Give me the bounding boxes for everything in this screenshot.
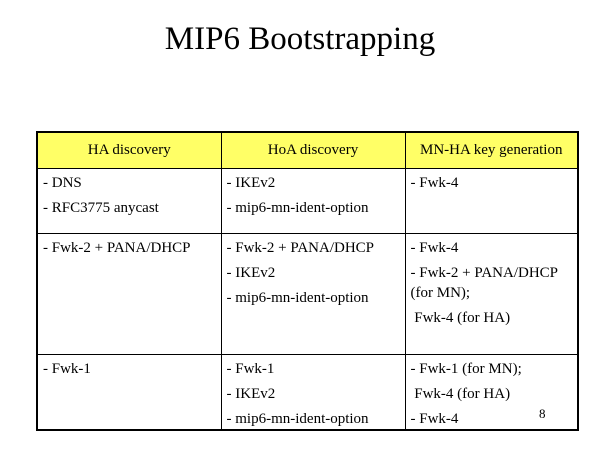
cell-paragraph: - DNS <box>43 173 218 193</box>
cell-line: - Fwk-2 + PANA/DHCP <box>226 240 375 256</box>
table-cell: - Fwk-2 + PANA/DHCP - IKEv2 - mip6-mn-iden… <box>220 233 406 355</box>
cell-line: - mip6-mn-ident-option <box>226 200 369 216</box>
cell-line: - Fwk-4 <box>410 175 459 191</box>
cell-paragraph: - mip6-mn-ident-option <box>227 288 402 308</box>
table-body: - DNS - RFC3775 anycast - IKEv2 - mip6-mn-i… <box>36 168 579 431</box>
table-cell: - Fwk-4 - Fwk-2 + PANA/DHCP (for MN); Fwk-… <box>404 233 579 355</box>
cell-paragraph: Fwk-4 (for HA) <box>411 384 575 404</box>
cell-paragraph: - Fwk-4 <box>411 238 575 258</box>
cell-paragraph: - Fwk-2 + PANA/DHCP <box>43 238 218 258</box>
cell-paragraph: - Fwk-4 <box>411 173 575 193</box>
cell-line: - Fwk-4 <box>410 411 459 427</box>
column-header: MN-HA key generation <box>404 131 579 169</box>
cell-paragraph: Fwk-4 (for HA) <box>411 308 575 328</box>
table-row: - Fwk-2 + PANA/DHCP- Fwk-2 + PANA/DHCP- … <box>36 233 579 355</box>
column-header: HoA discovery <box>220 131 406 169</box>
table-cell: - Fwk-4 <box>404 168 579 234</box>
cell-line: - Fwk-2 + PANA/DHCP <box>410 265 559 281</box>
table-cell: - Fwk-1 (for MN); Fwk-4 (for HA) - Fwk-4 <box>404 354 579 431</box>
cell-paragraph: - Fwk-1 <box>227 359 402 379</box>
cell-line: - RFC3775 anycast <box>43 200 159 216</box>
cell-line: - Fwk-1 (for MN); <box>410 361 522 377</box>
cell-paragraph: - mip6-mn-ident-option <box>227 409 402 429</box>
cell-paragraph: - mip6-mn-ident-option <box>227 198 402 218</box>
cell-line: Fwk-4 (for HA) <box>410 310 511 326</box>
cell-line: (for MN); <box>410 285 471 301</box>
cell-paragraph: - IKEv2 <box>227 263 402 283</box>
cell-line: - Fwk-1 <box>226 361 275 377</box>
table-cell: - Fwk-1 - IKEv2 - mip6-mn-ident-option <box>220 354 406 431</box>
cell-line: - DNS <box>43 175 82 191</box>
cell-paragraph: - Fwk-1 <box>43 359 218 379</box>
table-cell: - Fwk-2 + PANA/DHCP <box>36 233 222 355</box>
cell-paragraph: - RFC3775 anycast <box>43 198 218 218</box>
cell-line: - IKEv2 <box>226 386 276 402</box>
table-cell: - IKEv2 - mip6-mn-ident-option <box>220 168 406 234</box>
cell-line: - Fwk-4 <box>410 240 459 256</box>
cell-line: - mip6-mn-ident-option <box>226 411 369 427</box>
slide-title: MIP6 Bootstrapping <box>164 21 436 57</box>
column-header: HA discovery <box>36 131 222 169</box>
cell-paragraph: - Fwk-1 (for MN); <box>411 359 575 379</box>
cell-line: - Fwk-1 <box>43 361 91 377</box>
cell-paragraph: - Fwk-2 + PANA/DHCP <box>227 238 402 258</box>
table-cell: - Fwk-1 <box>36 354 222 431</box>
table-row: - DNS - RFC3775 anycast - IKEv2 - mip6-mn-i… <box>36 168 579 234</box>
page-number: 8 <box>539 406 546 421</box>
cell-paragraph: - IKEv2 <box>227 173 402 193</box>
table-row: - Fwk-1 - Fwk-1 - IKEv2 - mip6-mn-ident-opt… <box>36 354 579 431</box>
cell-paragraph: - IKEv2 <box>227 384 402 404</box>
cell-line: - IKEv2 <box>226 265 276 281</box>
cell-paragraph: - Fwk-4 <box>411 409 575 429</box>
cell-line: - mip6-mn-ident-option <box>226 290 369 306</box>
cell-line: - Fwk-2 + PANA/DHCP <box>43 240 191 256</box>
cell-paragraph: - Fwk-2 + PANA/DHCP (for MN); <box>411 263 575 303</box>
table-cell: - DNS - RFC3775 anycast <box>36 168 222 234</box>
cell-line: - IKEv2 <box>226 175 276 191</box>
cell-line: Fwk-4 (for HA) <box>410 386 511 402</box>
